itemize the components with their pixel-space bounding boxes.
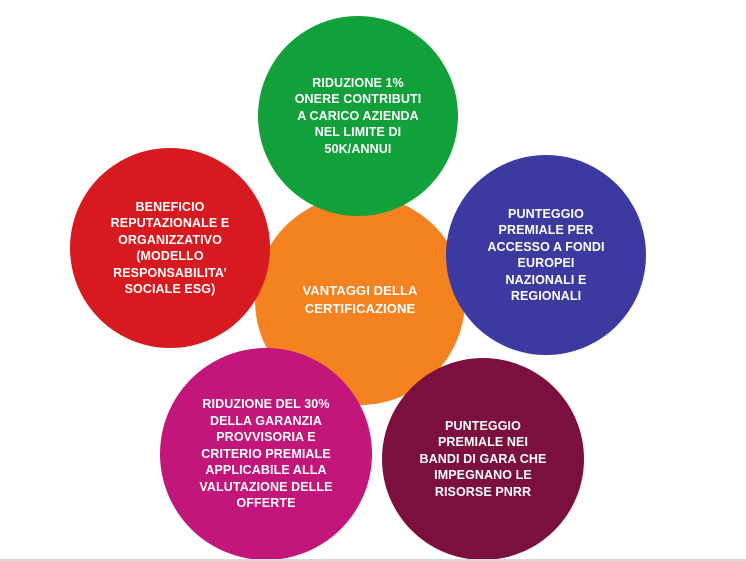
bottom-divider — [0, 559, 746, 561]
benefit-label-bottom-left: RIDUZIONE DEL 30% DELLA GARANZIA PROVVIS… — [199, 397, 333, 511]
center-label: VANTAGGI DELLA CERTIFICAZIONE — [302, 283, 418, 316]
benefit-circle-bottom-right: PUNTEGGIO PREMIALE NEI BANDI DI GARA CHE… — [382, 358, 584, 560]
benefit-circle-top: RIDUZIONE 1% ONERE CONTRIBUTI A CARICO A… — [258, 16, 458, 216]
benefit-label-top: RIDUZIONE 1% ONERE CONTRIBUTI A CARICO A… — [294, 75, 422, 156]
benefit-circle-right: PUNTEGGIO PREMIALE PER ACCESSO A FONDI E… — [446, 155, 646, 355]
benefit-label-left: BENEFICIO REPUTAZIONALE E ORGANIZZATIVO … — [110, 199, 230, 297]
benefit-circle-bottom-left: RIDUZIONE DEL 30% DELLA GARANZIA PROVVIS… — [160, 348, 372, 560]
benefit-label-bottom-right: PUNTEGGIO PREMIALE NEI BANDI DI GARA CHE… — [419, 418, 547, 499]
benefit-circle-left: BENEFICIO REPUTAZIONALE E ORGANIZZATIVO … — [70, 148, 270, 348]
benefit-label-right: PUNTEGGIO PREMIALE PER ACCESSO A FONDI E… — [487, 206, 605, 304]
